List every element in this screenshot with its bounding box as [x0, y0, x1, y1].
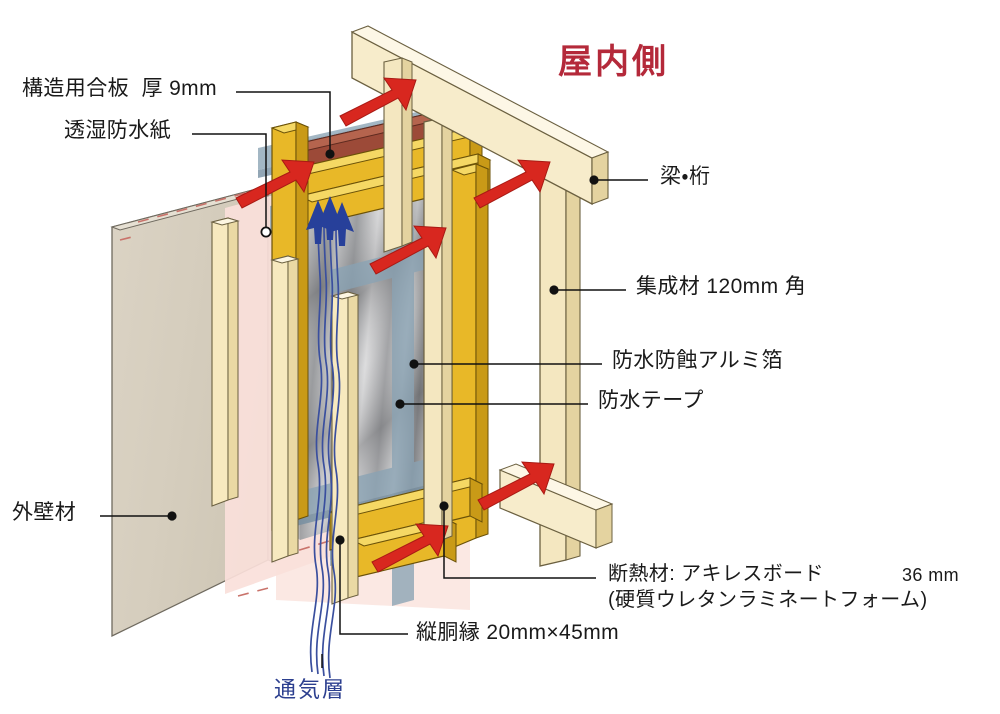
- label-exterior-wall-material: 外壁材: [12, 501, 77, 524]
- label-aluminum-foil: 防水防蝕アルミ箔: [612, 349, 783, 372]
- airflow-lines: [309, 223, 341, 679]
- red-arrows: [235, 77, 555, 573]
- label-vertical-furring-strip: 縦胴縁 20mm×45mm: [416, 621, 619, 644]
- label-insulation-line1: 断熱材: アキレスボード: [608, 563, 824, 585]
- label-ventilation-layer: 通気層: [274, 677, 347, 702]
- leader-endpoint-hollow-dot: [260, 226, 272, 238]
- label-structural-plywood: 構造用合板 厚 9mm: [22, 77, 217, 100]
- leader-endpoint-dots: [167, 149, 599, 545]
- label-insulation-line2: (硬質ウレタンラミネートフォーム): [608, 589, 928, 611]
- airflow-arrow-blue: [306, 196, 354, 246]
- indoor-side-title: 屋内側: [558, 43, 669, 81]
- label-beam-girder: 梁・桁: [660, 165, 711, 188]
- label-insulation-thickness: 36 mm: [902, 565, 960, 585]
- label-waterproof-tape: 防水テープ: [598, 389, 704, 412]
- label-breather-paper: 透湿防水紙: [64, 119, 171, 142]
- leader-lines: [100, 91, 648, 668]
- label-glulam-timber: 集成材 120mm 角: [636, 275, 807, 298]
